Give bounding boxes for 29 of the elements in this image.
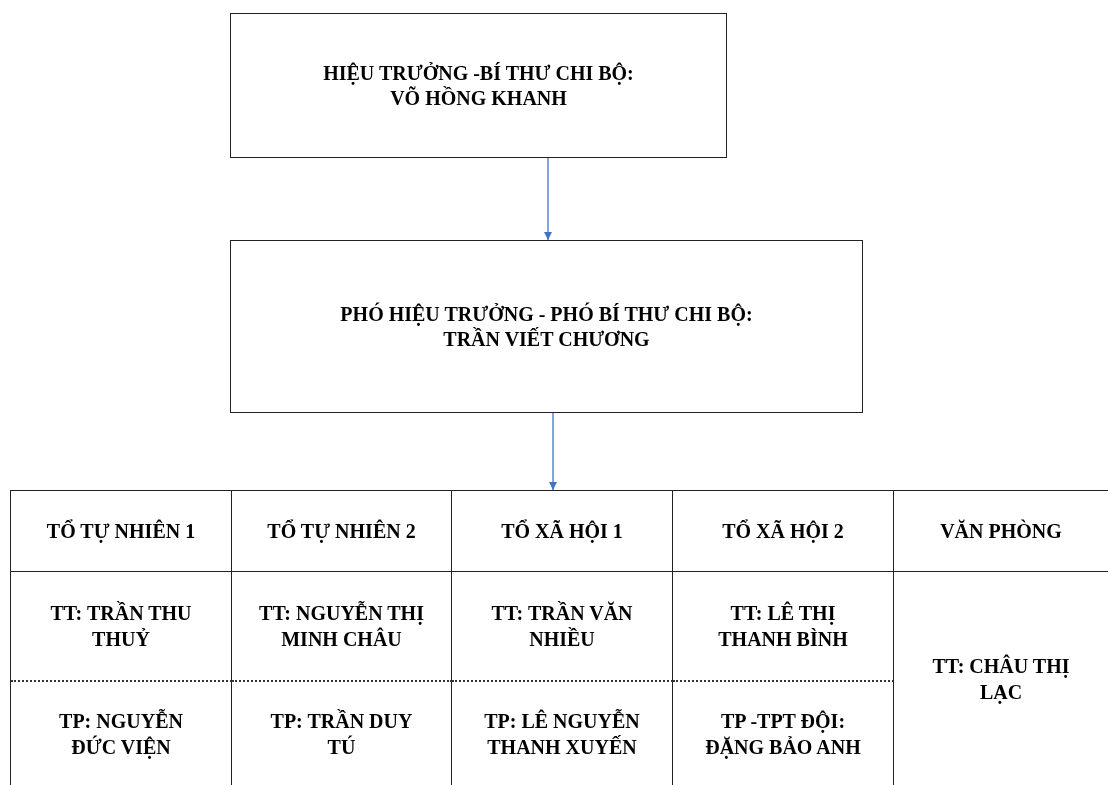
member-name: TT: TRẦN THU THUỶ xyxy=(49,600,193,652)
member-name: TT: TRẦN VĂN NHIỀU xyxy=(490,600,634,652)
header-cell xyxy=(673,491,894,572)
table-cell xyxy=(452,572,673,682)
member-name: TT: CHÂU THỊ LẠC xyxy=(931,653,1071,705)
member-name: TP -TPT ĐỘI: ĐẶNG BẢO ANH xyxy=(704,709,862,760)
header-cell xyxy=(11,491,232,572)
arrow xyxy=(544,157,552,241)
role-box xyxy=(230,13,727,158)
header-cell xyxy=(452,491,673,572)
member-name: TT: NGUYỄN THỊ MINH CHÂU xyxy=(258,600,425,652)
role-title: PHÓ HIỆU TRƯỞNG - PHÓ BÍ THƯ CHI BỘ: TRẦN VIẾT CHƯƠNG xyxy=(339,301,754,352)
table-frame xyxy=(10,490,1108,785)
member-name: TT: LÊ THỊ THANH BÌNH xyxy=(717,600,849,652)
role-title: HIỆU TRƯỞNG -BÍ THƯ CHI BỘ: VÕ HỒNG KHANH xyxy=(322,60,635,111)
header-cell xyxy=(232,491,452,572)
table-cell xyxy=(232,572,452,682)
column-heading: TỔ XÃ HỘI 1 xyxy=(501,518,623,544)
table-cell xyxy=(11,572,232,682)
table-cell xyxy=(673,572,894,682)
column-heading: TỔ XÃ HỘI 2 xyxy=(722,518,844,544)
column-heading: TỔ TỰ NHIÊN 1 xyxy=(46,518,196,544)
member-name: TP: TRẦN DUY TÚ xyxy=(269,708,414,760)
member-name: TP: NGUYỄN ĐỨC VIỆN xyxy=(58,708,184,760)
arrow xyxy=(549,412,557,491)
role-box xyxy=(230,240,863,413)
column-heading: VĂN PHÒNG xyxy=(940,518,1062,544)
member-name: TP: LÊ NGUYỄN THANH XUYẾN xyxy=(483,708,641,760)
column-heading: TỔ TỰ NHIÊN 2 xyxy=(267,518,416,544)
